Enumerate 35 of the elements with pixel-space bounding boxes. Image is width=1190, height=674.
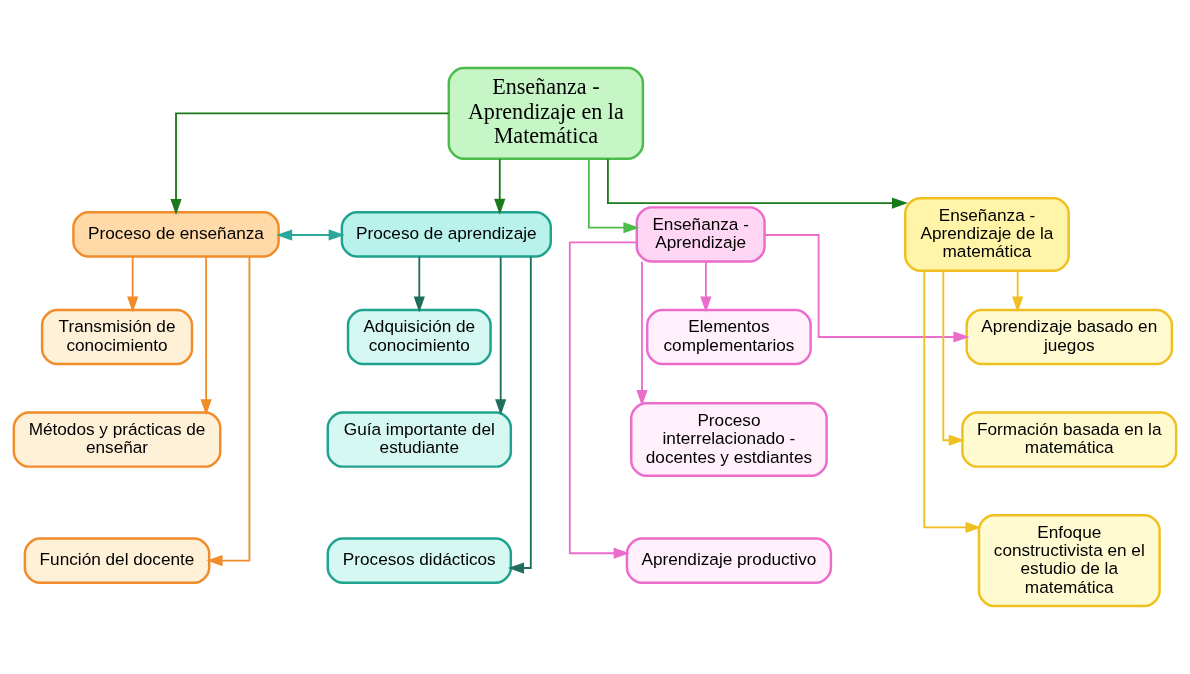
node-box: Adquisición de conocimiento <box>346 308 492 366</box>
arrow <box>508 255 532 574</box>
node-box: Métodos y prácticas de enseñar <box>12 411 222 468</box>
node-box: Aprendizaje basado en juegos <box>965 308 1174 366</box>
node-box: Proceso de enseñanza <box>72 211 280 258</box>
arrow <box>607 158 908 209</box>
node-box: Enseñanza - Aprendizaje en la Matemática <box>447 66 645 161</box>
arrow <box>587 157 640 234</box>
arrow <box>127 255 139 313</box>
arrow <box>494 158 506 215</box>
node-box: Formación basada en la matemática <box>961 411 1178 468</box>
node-box: Procesos didácticos <box>326 537 513 584</box>
arrow <box>942 269 965 446</box>
arrow <box>700 260 712 313</box>
arrow <box>276 229 345 241</box>
node-box: Enseñanza - Aprendizaje <box>635 206 766 263</box>
arrow <box>206 255 251 567</box>
arrow <box>1012 269 1024 313</box>
node-box: Transmisión de conocimiento <box>40 308 194 366</box>
node-box: Guía importante del estudiante <box>326 411 513 468</box>
arrow <box>495 255 507 416</box>
node-box: Enseñanza - Aprendizaje de la matemática <box>904 196 1070 272</box>
arrow <box>413 255 425 313</box>
node-box: Proceso de aprendizaje <box>340 211 552 258</box>
node-box: Función del docente <box>23 537 211 584</box>
node-box: Enfoque constructivista en el estudio de la matemática <box>977 513 1161 608</box>
arrow <box>568 241 638 559</box>
node-box: Elementos complementarios <box>646 308 812 366</box>
arrow <box>636 260 648 406</box>
arrow <box>170 112 450 215</box>
arrow <box>200 255 212 416</box>
node-box: Proceso interrelacionado - docentes y estdiantes <box>630 402 828 478</box>
node-box: Aprendizaje productivo <box>625 537 833 584</box>
arrow <box>923 270 982 534</box>
arrow <box>763 234 970 343</box>
